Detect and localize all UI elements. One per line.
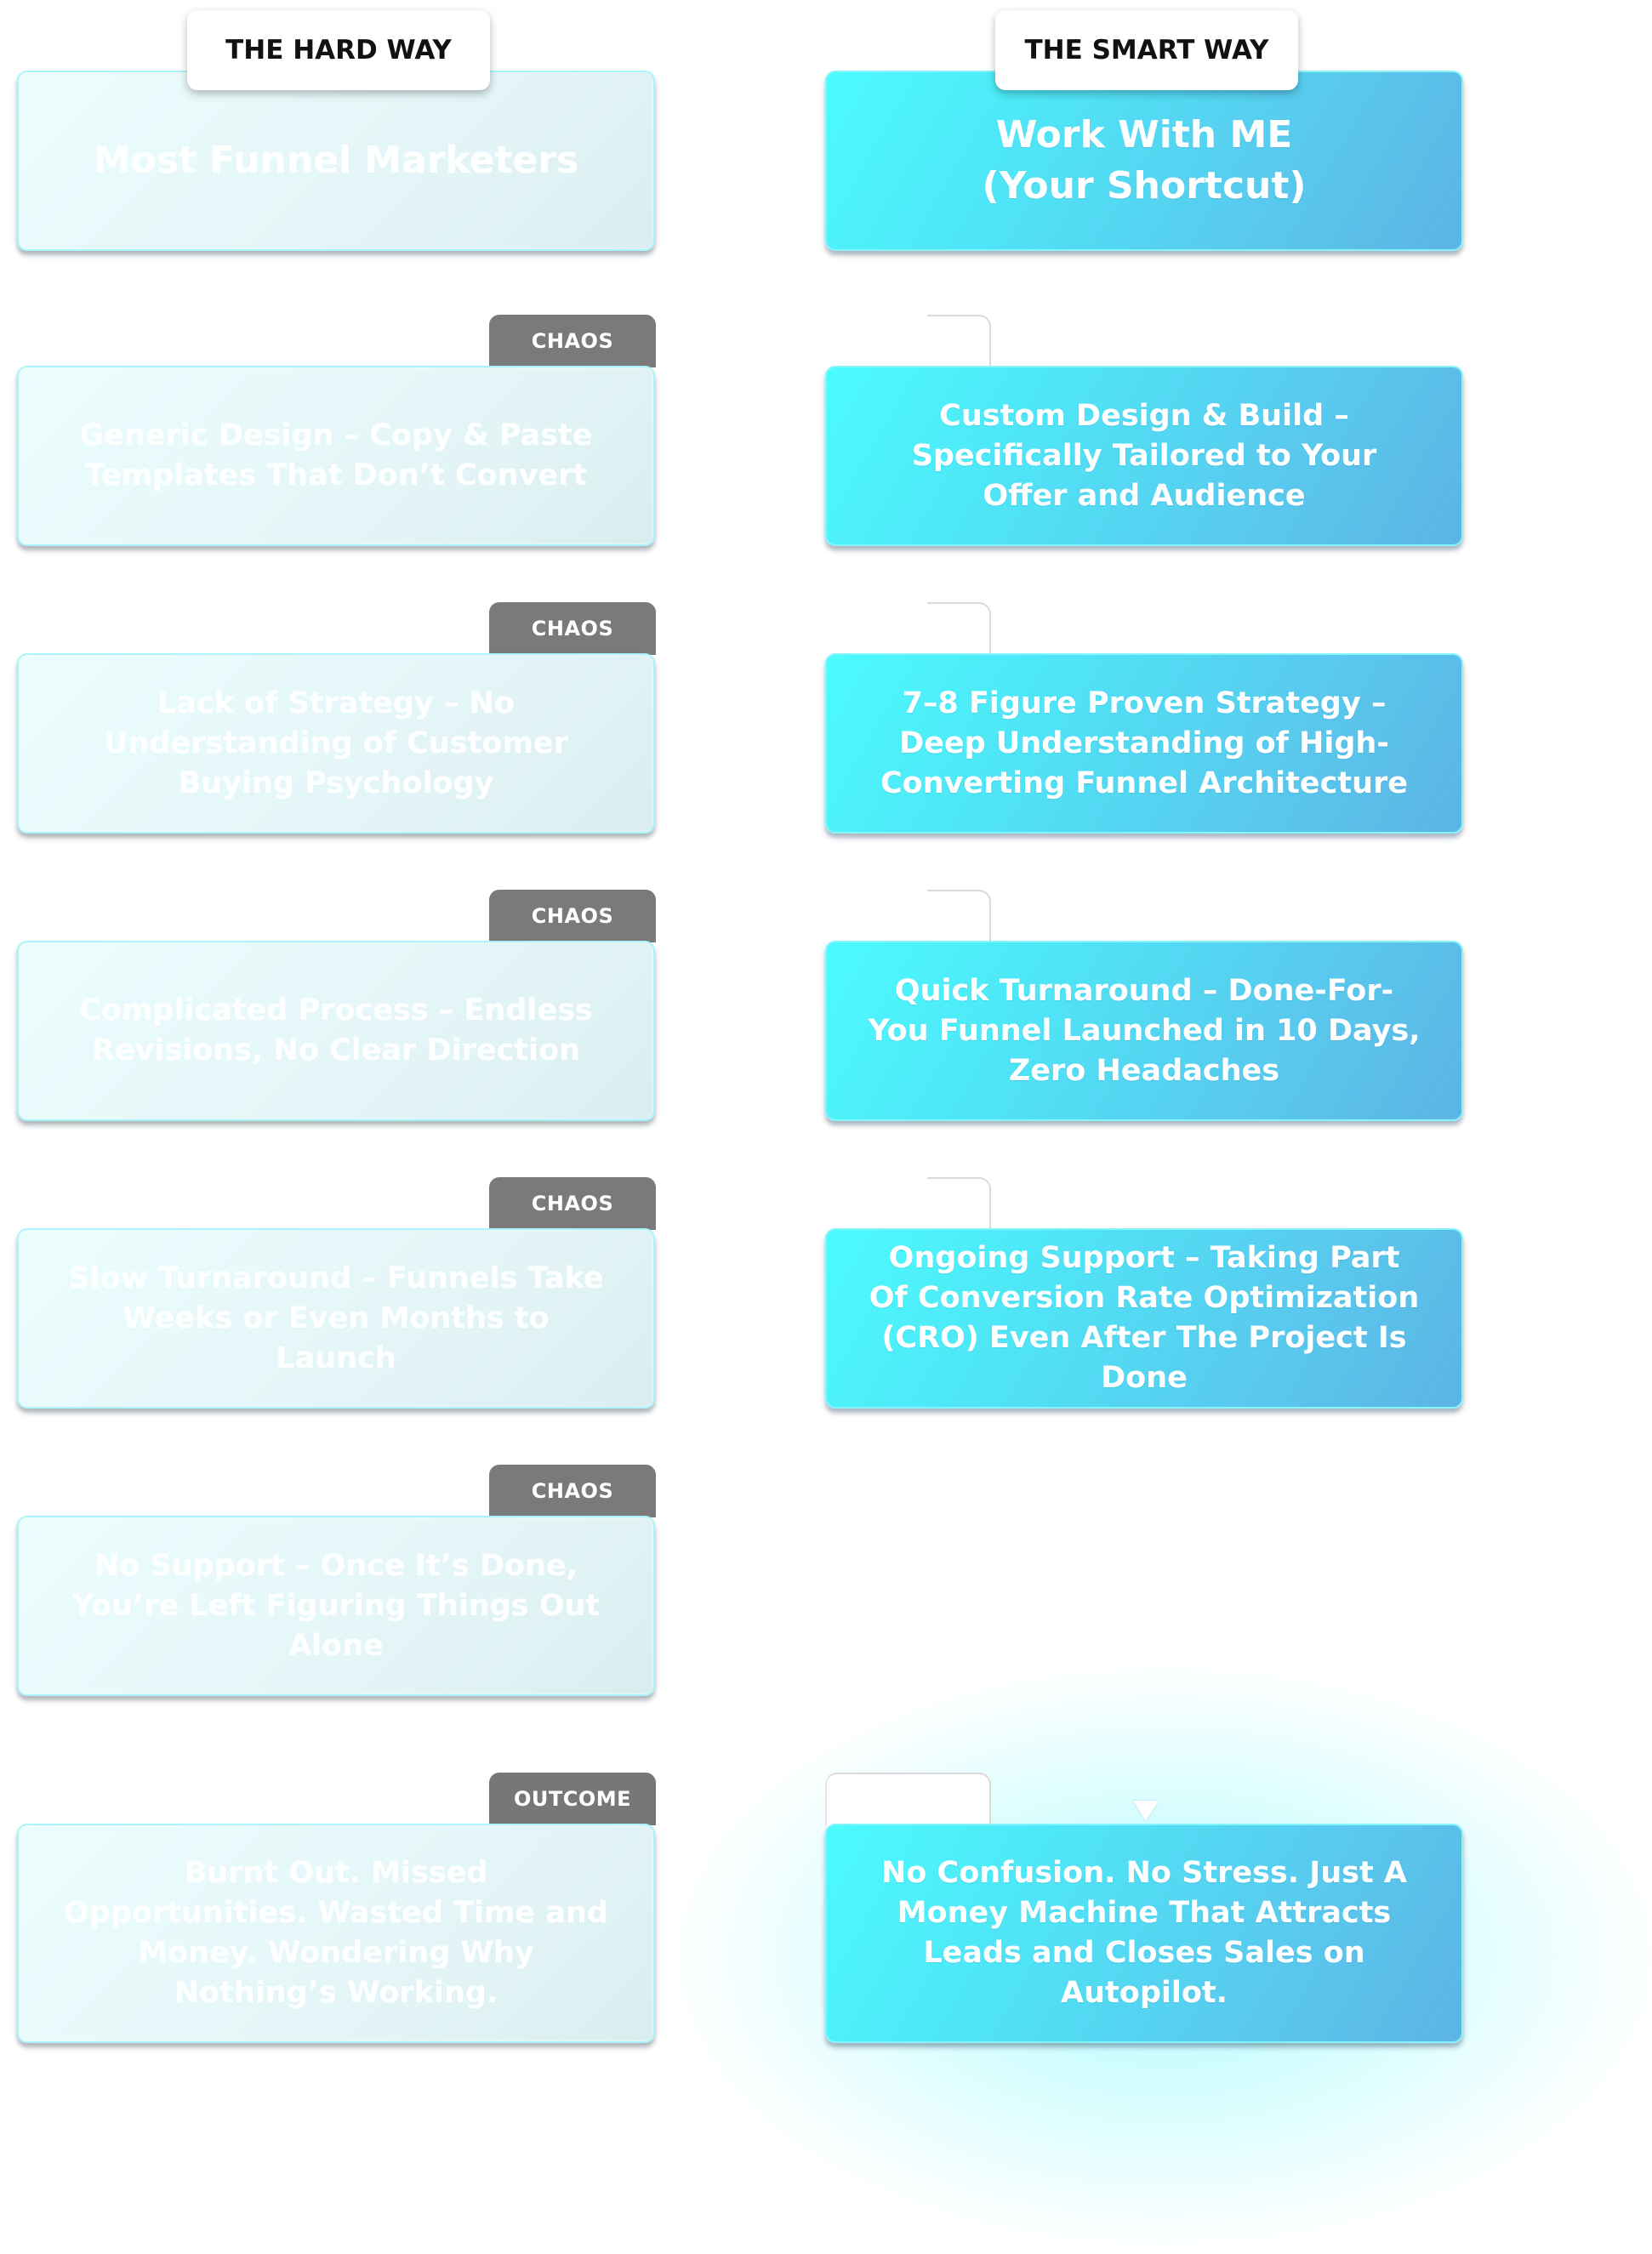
hard-outcome-text: Burnt Out. Missed Opportunities. Wasted … xyxy=(64,1856,608,2010)
smart-tab-stub xyxy=(927,1177,991,1230)
hard-header-card: Most Funnel Marketers xyxy=(17,71,655,251)
outcome-tag: OUTCOME xyxy=(489,1773,656,1825)
chaos-tag: CHAOS xyxy=(489,1465,656,1517)
hard-row-card: Slow Turnaround – Funnels Take Weeks or … xyxy=(17,1228,655,1409)
chaos-tag: CHAOS xyxy=(489,1177,656,1230)
hard-outcome-card: Burnt Out. Missed Opportunities. Wasted … xyxy=(17,1824,655,2043)
chaos-tag: CHAOS xyxy=(489,890,656,942)
hard-row-text: Slow Turnaround – Funnels Take Weeks or … xyxy=(68,1261,604,1375)
hard-row-text: Complicated Process – Endless Revisions,… xyxy=(79,993,593,1067)
smart-header-line1: Work With ME xyxy=(995,113,1293,157)
hard-way-label: THE HARD WAY xyxy=(187,10,490,90)
smart-tab-stub xyxy=(927,602,991,655)
smart-header-text: Work With ME (Your Shortcut) xyxy=(982,110,1306,212)
smart-header-card: Work With ME (Your Shortcut) xyxy=(825,71,1463,251)
smart-way-label: THE SMART WAY xyxy=(995,10,1298,90)
hard-row-card: Complicated Process – Endless Revisions,… xyxy=(17,941,655,1121)
smart-outcome-card: No Confusion. No Stress. Just A Money Ma… xyxy=(825,1824,1463,2043)
smart-row-card: 7–8 Figure Proven Strategy – Deep Unders… xyxy=(825,653,1463,834)
smart-header-line2: (Your Shortcut) xyxy=(982,164,1307,208)
smart-outcome-tab-stub xyxy=(825,1773,991,1825)
down-arrow-icon xyxy=(1133,1801,1159,1821)
hard-row-text: No Support – Once It’s Done, You’re Left… xyxy=(71,1548,601,1663)
smart-row-card: Custom Design & Build – Specifically Tai… xyxy=(825,366,1463,546)
chaos-tag: CHAOS xyxy=(489,315,656,367)
smart-row-text: Quick Turnaround – Done-For-You Funnel L… xyxy=(868,973,1421,1088)
hard-row-card: Lack of Strategy – No Understanding of C… xyxy=(17,653,655,834)
hard-row-card: No Support – Once It’s Done, You’re Left… xyxy=(17,1516,655,1696)
smart-tab-stub xyxy=(927,890,991,942)
smart-row-card: Ongoing Support – Taking Part Of Convers… xyxy=(825,1228,1463,1409)
hard-row-card: Generic Design – Copy & Paste Templates … xyxy=(17,366,655,546)
hard-header-text: Most Funnel Marketers xyxy=(93,139,579,182)
hard-row-text: Lack of Strategy – No Understanding of C… xyxy=(104,686,568,800)
smart-row-text: Ongoing Support – Taking Part Of Convers… xyxy=(869,1241,1420,1395)
smart-row-text: 7–8 Figure Proven Strategy – Deep Unders… xyxy=(880,686,1409,800)
smart-outcome-text: No Confusion. No Stress. Just A Money Ma… xyxy=(881,1856,1407,2010)
hard-row-text: Generic Design – Copy & Paste Templates … xyxy=(79,418,593,492)
chaos-tag: CHAOS xyxy=(489,602,656,655)
smart-row-card: Quick Turnaround – Done-For-You Funnel L… xyxy=(825,941,1463,1121)
smart-tab-stub xyxy=(927,315,991,367)
smart-row-text: Custom Design & Build – Specifically Tai… xyxy=(911,398,1377,513)
